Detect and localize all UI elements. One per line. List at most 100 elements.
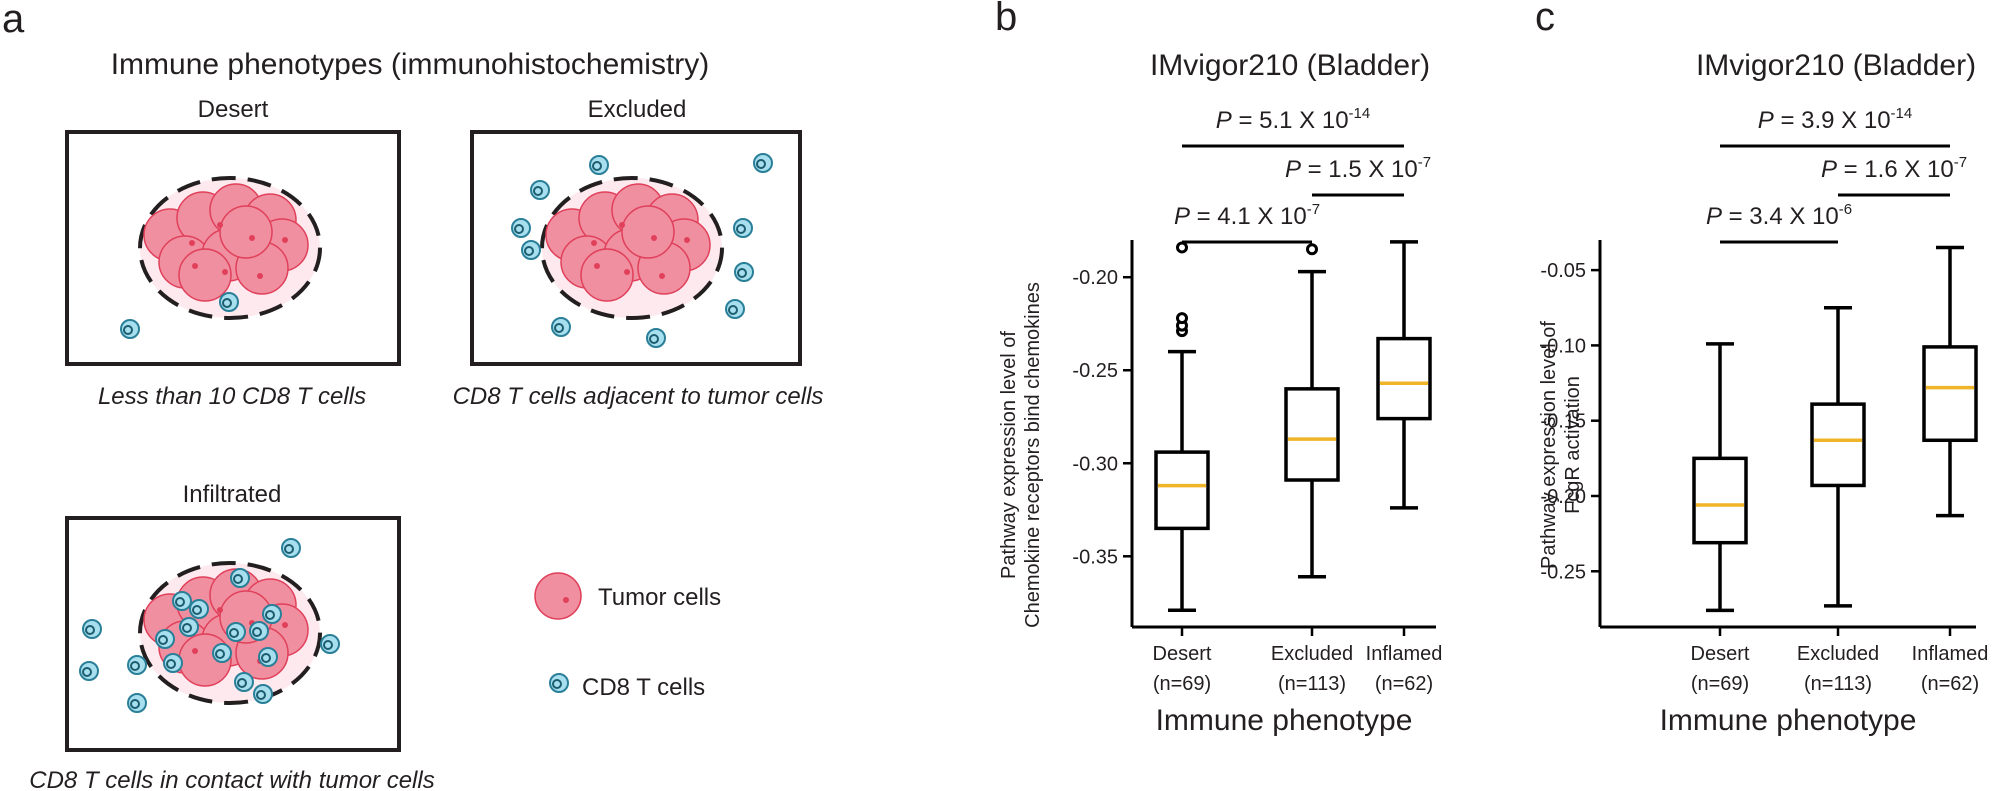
comparison-1-2: P = 1.5 X 10-7 — [1285, 154, 1431, 197]
excluded-frame — [470, 130, 802, 366]
comparison-0-1: P = 3.4 X 10-6 — [1706, 201, 1852, 244]
category-count: (n=69) — [1153, 673, 1211, 695]
tumor-boundary — [540, 176, 724, 320]
chart-title: IMvigor210 (Bladder) — [1150, 49, 1430, 82]
excluded-caption: CD8 T cells adjacent to tumor cells — [453, 383, 824, 410]
iqr-box — [1154, 450, 1210, 531]
p-value-label: P = 4.1 X 10-7 — [1174, 201, 1320, 230]
tumor-cell — [219, 205, 273, 259]
panel-b-label: b — [995, 0, 1017, 39]
legend-tcell-label: CD8 T cells — [582, 674, 705, 701]
tumor-cell — [178, 248, 232, 302]
desert-t-cells — [120, 292, 239, 339]
category-count: (n=62) — [1921, 673, 1979, 695]
p-exponent: -14 — [1349, 105, 1371, 122]
p-value-label: P = 1.5 X 10-7 — [1285, 154, 1431, 183]
outlier-point — [1306, 243, 1318, 256]
legend-tumor-label: Tumor cells — [598, 584, 721, 611]
x-axis-title: Immune phenotype — [1156, 704, 1413, 737]
y-tick-label: -0.20 — [1072, 267, 1118, 289]
iqr-box — [1810, 402, 1866, 488]
iqr-box — [1692, 456, 1748, 545]
comparison-1-2: P = 1.6 X 10-7 — [1821, 154, 1967, 197]
excluded-t-cells — [511, 153, 773, 348]
tumor-boundary — [138, 561, 322, 705]
category-label: Inflamed — [1366, 643, 1443, 665]
p-mantissa: = 3.9 X 10 — [1774, 107, 1891, 134]
category-count: (n=69) — [1691, 673, 1749, 695]
p-mantissa: = 1.6 X 10 — [1837, 156, 1954, 183]
category-label: Desert — [1691, 643, 1750, 665]
legend: Tumor cells CD8 T cells — [534, 572, 721, 701]
desert-frame — [65, 130, 401, 366]
x-axis-title: Immune phenotype — [1660, 704, 1917, 737]
p-value-label: P = 3.9 X 10-14 — [1758, 105, 1912, 134]
box-inflamed — [1376, 240, 1432, 510]
infiltrated-caption: CD8 T cells in contact with tumor cells — [29, 767, 434, 791]
y-tick-label: -0.05 — [1540, 260, 1586, 282]
p-exponent: -7 — [1418, 154, 1431, 171]
p-value-label: P = 5.1 X 10-14 — [1216, 105, 1370, 134]
y-tick-label: -0.35 — [1072, 546, 1118, 568]
p-exponent: -7 — [1954, 154, 1967, 171]
p-mantissa: = 3.4 X 10 — [1722, 203, 1839, 230]
category-label: Desert — [1153, 643, 1212, 665]
infiltrated-t-cells — [79, 538, 340, 713]
category-label: Excluded — [1271, 643, 1353, 665]
panel-a: a Immune phenotypes (immunohistochemistr… — [2, 0, 823, 791]
comparison-0-2: P = 3.9 X 10-14 — [1720, 105, 1950, 148]
infiltrated-schematic: Infiltrated — [29, 481, 434, 791]
excluded-tumor-cluster — [540, 176, 724, 320]
legend-tumor-swatch — [534, 572, 582, 620]
excluded-schematic: Excluded — [453, 96, 824, 410]
desert-schematic: Desert — [65, 96, 401, 410]
outlier-point — [1176, 312, 1188, 325]
p-mantissa: = 4.1 X 10 — [1190, 203, 1307, 230]
y-tick-label: -0.30 — [1072, 453, 1118, 475]
tumor-cell — [580, 248, 634, 302]
y-axis-label-line: Pathway expression level of — [998, 331, 1020, 579]
p-symbol: P — [1758, 107, 1774, 134]
p-symbol: P — [1285, 156, 1301, 183]
outlier-point — [1176, 241, 1188, 254]
tumor-boundary — [138, 176, 322, 320]
chart-title: IMvigor210 (Bladder) — [1696, 49, 1976, 82]
y-axis-label-line: Pathway expression level of — [1538, 321, 1560, 569]
p-exponent: -6 — [1839, 201, 1852, 218]
category-label: Excluded — [1797, 643, 1879, 665]
iqr-box — [1922, 345, 1978, 443]
legend-tcell-swatch — [549, 673, 569, 693]
desert-caption: Less than 10 CD8 T cells — [98, 383, 366, 410]
p-exponent: -7 — [1307, 201, 1320, 218]
p-value-label: P = 1.6 X 10-7 — [1821, 154, 1967, 183]
p-mantissa: = 5.1 X 10 — [1232, 107, 1349, 134]
panel-a-title: Immune phenotypes (immunohistochemistry) — [111, 48, 710, 81]
desert-tumor-cluster — [138, 176, 322, 320]
y-axis-label-line: FcgR activation — [1562, 376, 1584, 514]
box-desert — [1154, 241, 1210, 613]
p-value-label: P = 3.4 X 10-6 — [1706, 201, 1852, 230]
p-exponent: -14 — [1891, 105, 1913, 122]
y-tick-label: -0.25 — [1540, 561, 1586, 583]
comparison-0-1: P = 4.1 X 10-7 — [1174, 201, 1320, 244]
p-symbol: P — [1216, 107, 1232, 134]
comparison-0-2: P = 5.1 X 10-14 — [1182, 105, 1404, 148]
p-symbol: P — [1174, 203, 1190, 230]
p-mantissa: = 1.5 X 10 — [1301, 156, 1418, 183]
y-tick-label: -0.10 — [1540, 335, 1586, 357]
iqr-box — [1284, 387, 1340, 482]
category-count: (n=113) — [1278, 673, 1346, 695]
box-desert — [1692, 342, 1748, 613]
infiltrated-frame — [65, 516, 401, 752]
panel-c-label: c — [1535, 0, 1555, 39]
box-inflamed — [1922, 245, 1978, 518]
desert-header: Desert — [198, 96, 269, 123]
box-excluded — [1810, 306, 1866, 608]
excluded-header: Excluded — [588, 96, 687, 123]
y-tick-label: -0.25 — [1072, 360, 1118, 382]
